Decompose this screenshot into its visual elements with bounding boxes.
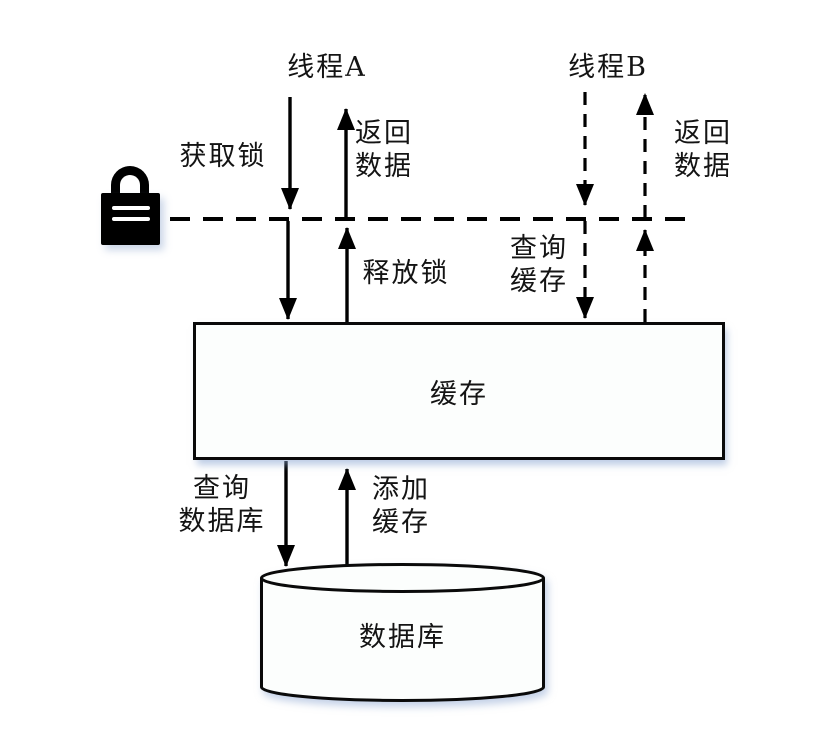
label-line-2: 数据 — [674, 151, 732, 182]
database-node-label: 数据库 — [359, 622, 446, 653]
label-return-data-b: 返回 数据 — [674, 117, 732, 183]
thread-b-label: 线程B — [568, 52, 648, 83]
label-add-cache: 添加 缓存 — [372, 473, 430, 539]
label-line-2: 缓存 — [372, 507, 430, 538]
label-line-2: 数据库 — [178, 506, 266, 537]
label-line-1: 添加 — [372, 474, 430, 505]
label-release-lock: 释放锁 — [362, 258, 450, 289]
label-acquire-lock: 获取锁 — [179, 141, 267, 172]
lock-body — [101, 193, 160, 245]
database-body — [260, 578, 545, 702]
label-query-database: 查询 数据库 — [179, 472, 266, 538]
database-top-ellipse — [260, 563, 545, 593]
cache-node-label: 缓存 — [430, 378, 488, 410]
label-line-1: 返回 — [355, 118, 413, 149]
label-line-1: 返回 — [674, 118, 732, 149]
lock-shackle — [111, 166, 149, 200]
lock-stripe — [112, 217, 150, 221]
cache-node: 缓存 — [193, 322, 725, 460]
label-return-data-a: 返回 数据 — [355, 117, 413, 183]
label-line-1: 查询 — [510, 233, 568, 264]
lock-icon — [96, 160, 168, 252]
label-query-cache: 查询 缓存 — [510, 232, 568, 298]
label-line-2: 缓存 — [510, 266, 568, 297]
label-line-2: 数据 — [355, 151, 413, 182]
label-line-1: 查询 — [193, 473, 251, 504]
database-shape — [260, 563, 545, 702]
thread-a-label: 线程A — [287, 52, 367, 83]
lock-stripe — [112, 206, 150, 210]
